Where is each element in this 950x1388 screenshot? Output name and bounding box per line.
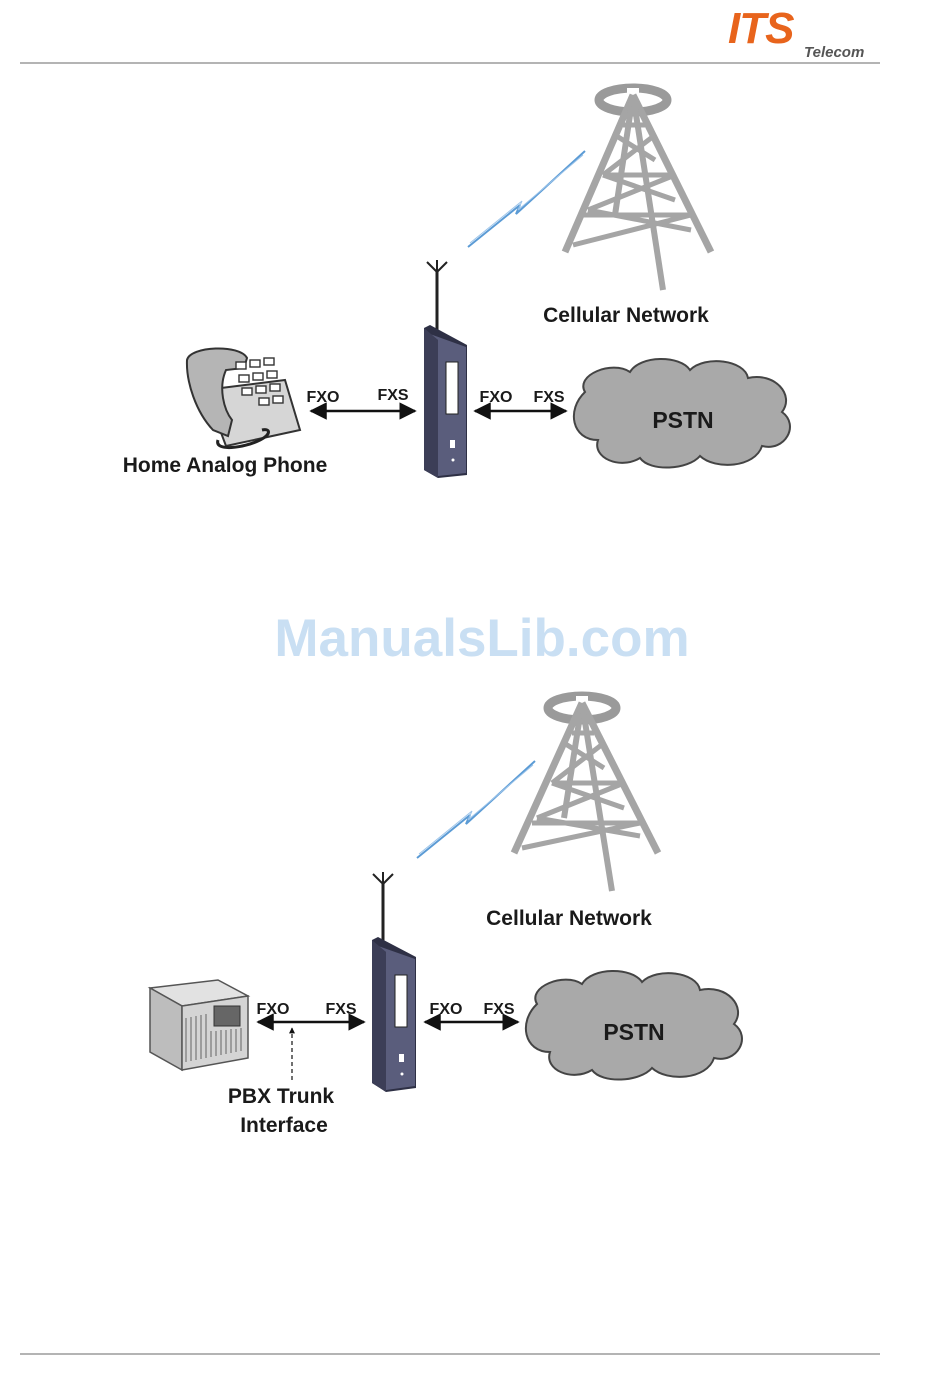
pbx-icon: [150, 980, 248, 1070]
home-analog-phone-label: Home Analog Phone: [123, 454, 328, 477]
pbx-trunk-label-line1: PBX Trunk: [228, 1085, 335, 1108]
diagram-bottom: Cellular Network: [150, 696, 742, 1137]
gateway-device-icon: [424, 260, 467, 478]
left-fxo-label: FXO: [307, 389, 340, 406]
cell-tower-icon: [565, 88, 711, 290]
right-fxs-label: FXS: [533, 389, 564, 406]
cell-tower-icon: [514, 696, 658, 891]
left-fxs-label: FXS: [325, 1001, 356, 1018]
wireless-signal-line: [468, 151, 585, 247]
cellular-network-label: Cellular Network: [486, 907, 652, 930]
right-fxo-label: FXO: [480, 389, 513, 406]
gateway-device-icon: [372, 872, 416, 1092]
pstn-label: PSTN: [652, 407, 713, 433]
diagram-top: Cellular Network Home A: [123, 88, 790, 478]
pstn-label: PSTN: [603, 1019, 664, 1045]
left-fxo-label: FXO: [257, 1001, 290, 1018]
pbx-trunk-label-line2: Interface: [240, 1114, 328, 1137]
cellular-network-label: Cellular Network: [543, 304, 709, 327]
right-fxs-label: FXS: [483, 1001, 514, 1018]
left-fxs-label: FXS: [377, 387, 408, 404]
right-fxo-label: FXO: [430, 1001, 463, 1018]
analog-phone-icon: [187, 348, 300, 447]
